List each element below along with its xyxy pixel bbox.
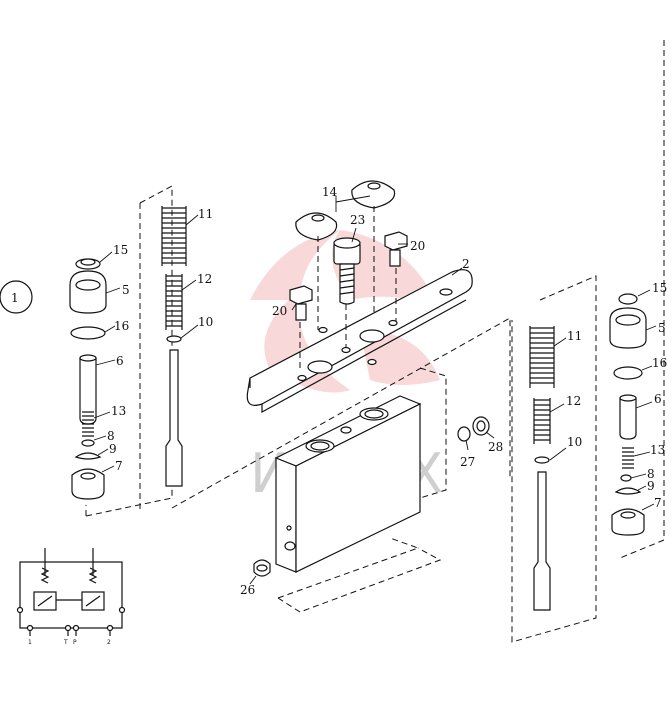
small-fittings: [253, 416, 490, 577]
part-label-11-right: 11: [567, 329, 582, 343]
part-label-6-right: 6: [654, 392, 662, 406]
part-label-20-right: 20: [410, 239, 425, 253]
part-label-12-right: 12: [566, 394, 581, 408]
part-label-13: 13: [111, 404, 126, 418]
part-label-27: 27: [460, 455, 475, 469]
part-label-14: 14: [322, 185, 338, 199]
schematic-port-1: 1: [28, 639, 32, 646]
part-label-15: 15: [113, 243, 128, 257]
manifold-block: [274, 395, 422, 573]
part-label-23: 23: [350, 213, 365, 227]
left-part-labels: 15 5 16 6 13 8 9 7 11 12 10: [93, 207, 213, 473]
fitting-labels: 28 27 26: [240, 431, 503, 597]
center-dashed-frame: [171, 317, 511, 509]
part-label-15-right: 15: [652, 281, 667, 295]
part-label-5: 5: [122, 283, 130, 297]
part-label-28: 28: [488, 440, 503, 454]
part-label-9-right: 9: [647, 479, 655, 493]
far-right-valve-stack: [609, 40, 665, 559]
part-label-16-right: 16: [652, 356, 667, 370]
part-label-12: 12: [197, 272, 212, 286]
callout-circle: [0, 280, 33, 314]
part-label-26: 26: [240, 583, 255, 597]
lower-dashed-frame: [277, 537, 442, 613]
cover-plate-assembly: [246, 180, 473, 414]
part-label-10: 10: [198, 315, 213, 329]
part-label-7-right: 7: [654, 496, 662, 510]
part-label-9: 9: [109, 442, 117, 456]
right-stem-stack: [511, 275, 597, 643]
schematic-port-2: 2: [107, 639, 111, 646]
left-assembly-boundary: [85, 185, 173, 517]
part-label-11: 11: [198, 207, 213, 221]
part-label-2: 2: [462, 257, 470, 271]
part-label-8-right: 8: [647, 467, 655, 481]
part-label-8: 8: [107, 429, 115, 443]
callout-number: 1: [11, 291, 19, 305]
part-label-6: 6: [116, 354, 124, 368]
part-label-20-left: 20: [272, 304, 287, 318]
part-label-13-right: 13: [650, 443, 665, 457]
right-stem-labels: 11 12 10: [549, 329, 582, 461]
part-label-5-right: 5: [658, 321, 666, 335]
far-right-labels: 15 5 16 6 13 8 9 7: [630, 281, 667, 511]
hydraulic-schematic: 1 T P 2: [16, 548, 126, 646]
schematic-port-p: P: [73, 639, 77, 646]
left-valve-stack: [69, 206, 187, 500]
part-label-10-right: 10: [567, 435, 582, 449]
part-label-7: 7: [115, 459, 123, 473]
top-part-labels: 14 23 20 2 20: [272, 185, 470, 318]
schematic-port-t: T: [63, 639, 68, 646]
part-label-16: 16: [114, 319, 129, 333]
